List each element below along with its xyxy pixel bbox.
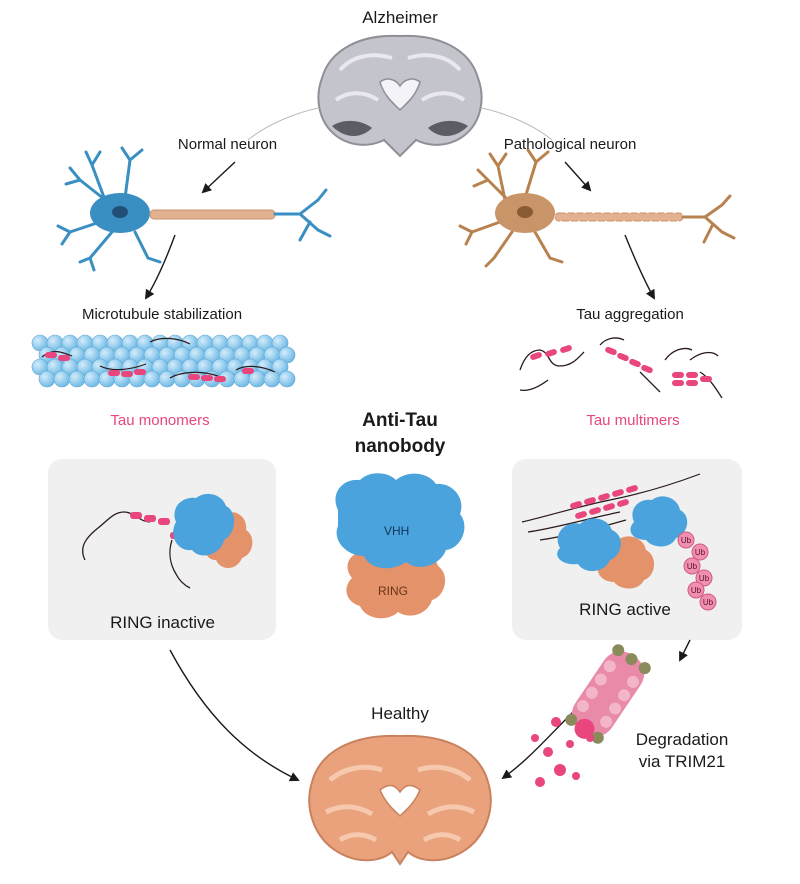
microtubule-sphere: [278, 370, 296, 388]
nanobody-title-line2: nanobody: [354, 436, 446, 457]
ubiquitin-bead: Ub: [687, 581, 705, 599]
arrow-tau-aggregation: [624, 234, 655, 300]
svg-text:Ub: Ub: [695, 548, 706, 557]
nanobody-icon: [335, 473, 465, 619]
alzheimer-brain-icon: [317, 34, 483, 158]
microtubule-sphere: [143, 370, 161, 388]
ubiquitin-bead: Ub: [677, 531, 695, 549]
brain-to-normal-line: [247, 107, 319, 141]
arrow-normal-neuron: [201, 161, 236, 194]
svg-text:Ub: Ub: [687, 562, 698, 571]
microtubule-icon: [31, 334, 296, 388]
ubiquitin-bead: Ub: [699, 593, 717, 611]
arrow-to-proteasome: [679, 639, 691, 662]
tau-monomers-label: Tau monomers: [110, 412, 210, 429]
svg-text:Ub: Ub: [691, 586, 702, 595]
nanobody-title-line1: Anti-Tau: [362, 410, 438, 431]
arrow-inactive-to-healthy: [169, 649, 300, 782]
ring-inactive-label: RING inactive: [110, 613, 215, 632]
vhh-label: VHH: [384, 524, 410, 538]
microtubule-sphere: [53, 370, 71, 388]
healthy-label: Healthy: [371, 704, 429, 723]
alzheimer-title: Alzheimer: [362, 8, 438, 27]
degradation-label-line1: Degradation: [635, 730, 729, 749]
microtubule-stabilization-label: Microtubule stabilization: [81, 306, 243, 323]
ring-inactive-complex-icon: [82, 493, 253, 589]
proteasome-icon: [565, 644, 651, 744]
ring-active-label: RING active: [579, 600, 671, 619]
microtubule-sphere: [263, 370, 281, 388]
microtubule-sphere: [158, 370, 176, 388]
normal-neuron-icon: [56, 146, 332, 272]
ubiquitin-bead: Ub: [695, 569, 713, 587]
arrow-microtubule-stabilization: [144, 234, 176, 300]
tau-multimers-icon: [519, 337, 723, 399]
arrow-pathological-neuron: [564, 161, 592, 192]
microtubule-sphere: [38, 370, 56, 388]
tau-aggregation-label: Tau aggregation: [576, 306, 684, 323]
tau-multimers-label: Tau multimers: [586, 412, 680, 429]
brain-to-pathological-line: [481, 107, 553, 141]
svg-text:Ub: Ub: [699, 574, 710, 583]
degraded-fragments-icon: [531, 717, 594, 787]
svg-text:Ub: Ub: [681, 536, 692, 545]
ubiquitin-bead: Ub: [683, 557, 701, 575]
pathological-neuron-label: Pathological neuron: [503, 136, 637, 153]
svg-text:Ub: Ub: [703, 598, 714, 607]
ring-label: RING: [378, 584, 408, 598]
microtubule-sphere: [83, 370, 101, 388]
healthy-brain-icon: [308, 734, 492, 866]
pathological-neuron-icon: [458, 148, 736, 268]
normal-neuron-label: Normal neuron: [177, 136, 278, 153]
degradation-label-line2: via TRIM21: [638, 752, 726, 771]
microtubule-sphere: [68, 370, 86, 388]
ubiquitin-bead: Ub: [691, 543, 709, 561]
